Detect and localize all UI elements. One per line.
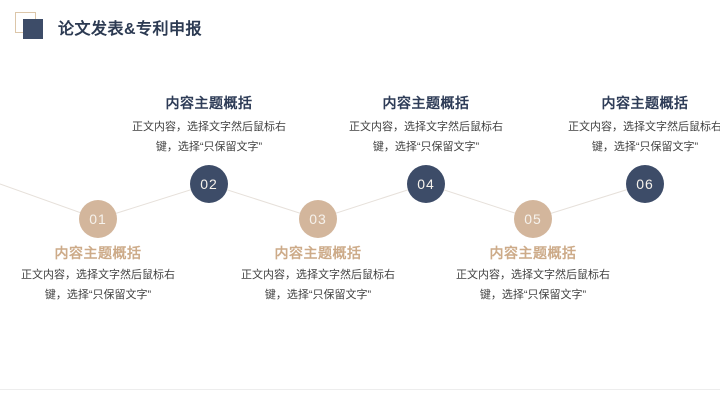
step-number-badge: 06 bbox=[626, 165, 664, 203]
step-number: 01 bbox=[89, 211, 107, 227]
timeline-step-01: 01 内容主题概括 正文内容，选择文字然后鼠标右键，选择“只保留文字” bbox=[18, 0, 178, 405]
decorative-filled-square bbox=[23, 19, 43, 39]
step-number: 05 bbox=[524, 211, 542, 227]
step-heading: 内容主题概括 bbox=[54, 245, 142, 261]
step-heading: 内容主题概括 bbox=[601, 95, 689, 111]
step-body: 正文内容，选择文字然后鼠标右键，选择“只保留文字” bbox=[456, 269, 610, 301]
step-heading: 内容主题概括 bbox=[489, 245, 577, 261]
step-number-badge: 02 bbox=[190, 165, 228, 203]
step-number: 02 bbox=[200, 176, 218, 192]
step-body: 正文内容，选择文字然后鼠标右键，选择“只保留文字” bbox=[21, 269, 175, 301]
step-heading: 内容主题概括 bbox=[165, 95, 253, 111]
step-number-badge: 01 bbox=[79, 200, 117, 238]
step-number-badge: 04 bbox=[407, 165, 445, 203]
timeline-step-03: 03 内容主题概括 正文内容，选择文字然后鼠标右键，选择“只保留文字” bbox=[238, 0, 398, 405]
step-number: 04 bbox=[417, 176, 435, 192]
slide-title: 论文发表&专利申报 bbox=[58, 21, 203, 38]
timeline-step-06: 内容主题概括 正文内容，选择文字然后鼠标右键，选择“只保留文字” 06 bbox=[565, 0, 720, 405]
step-body: 正文内容，选择文字然后鼠标右键，选择“只保留文字” bbox=[349, 121, 503, 153]
timeline-step-04: 内容主题概括 正文内容，选择文字然后鼠标右键，选择“只保留文字” 04 bbox=[346, 0, 506, 405]
step-heading: 内容主题概括 bbox=[382, 95, 470, 111]
step-body: 正文内容，选择文字然后鼠标右键，选择“只保留文字” bbox=[241, 269, 395, 301]
timeline-step-05: 05 内容主题概括 正文内容，选择文字然后鼠标右键，选择“只保留文字” bbox=[453, 0, 613, 405]
step-number-badge: 05 bbox=[514, 200, 552, 238]
timeline-step-02: 内容主题概括 正文内容，选择文字然后鼠标右键，选择“只保留文字” 02 bbox=[129, 0, 289, 405]
step-body: 正文内容，选择文字然后鼠标右键，选择“只保留文字” bbox=[132, 121, 286, 153]
step-body: 正文内容，选择文字然后鼠标右键，选择“只保留文字” bbox=[568, 121, 720, 153]
step-number: 06 bbox=[636, 176, 654, 192]
step-number-badge: 03 bbox=[299, 200, 337, 238]
slide-bottom-divider bbox=[0, 389, 720, 390]
step-number: 03 bbox=[309, 211, 327, 227]
step-heading: 内容主题概括 bbox=[274, 245, 362, 261]
